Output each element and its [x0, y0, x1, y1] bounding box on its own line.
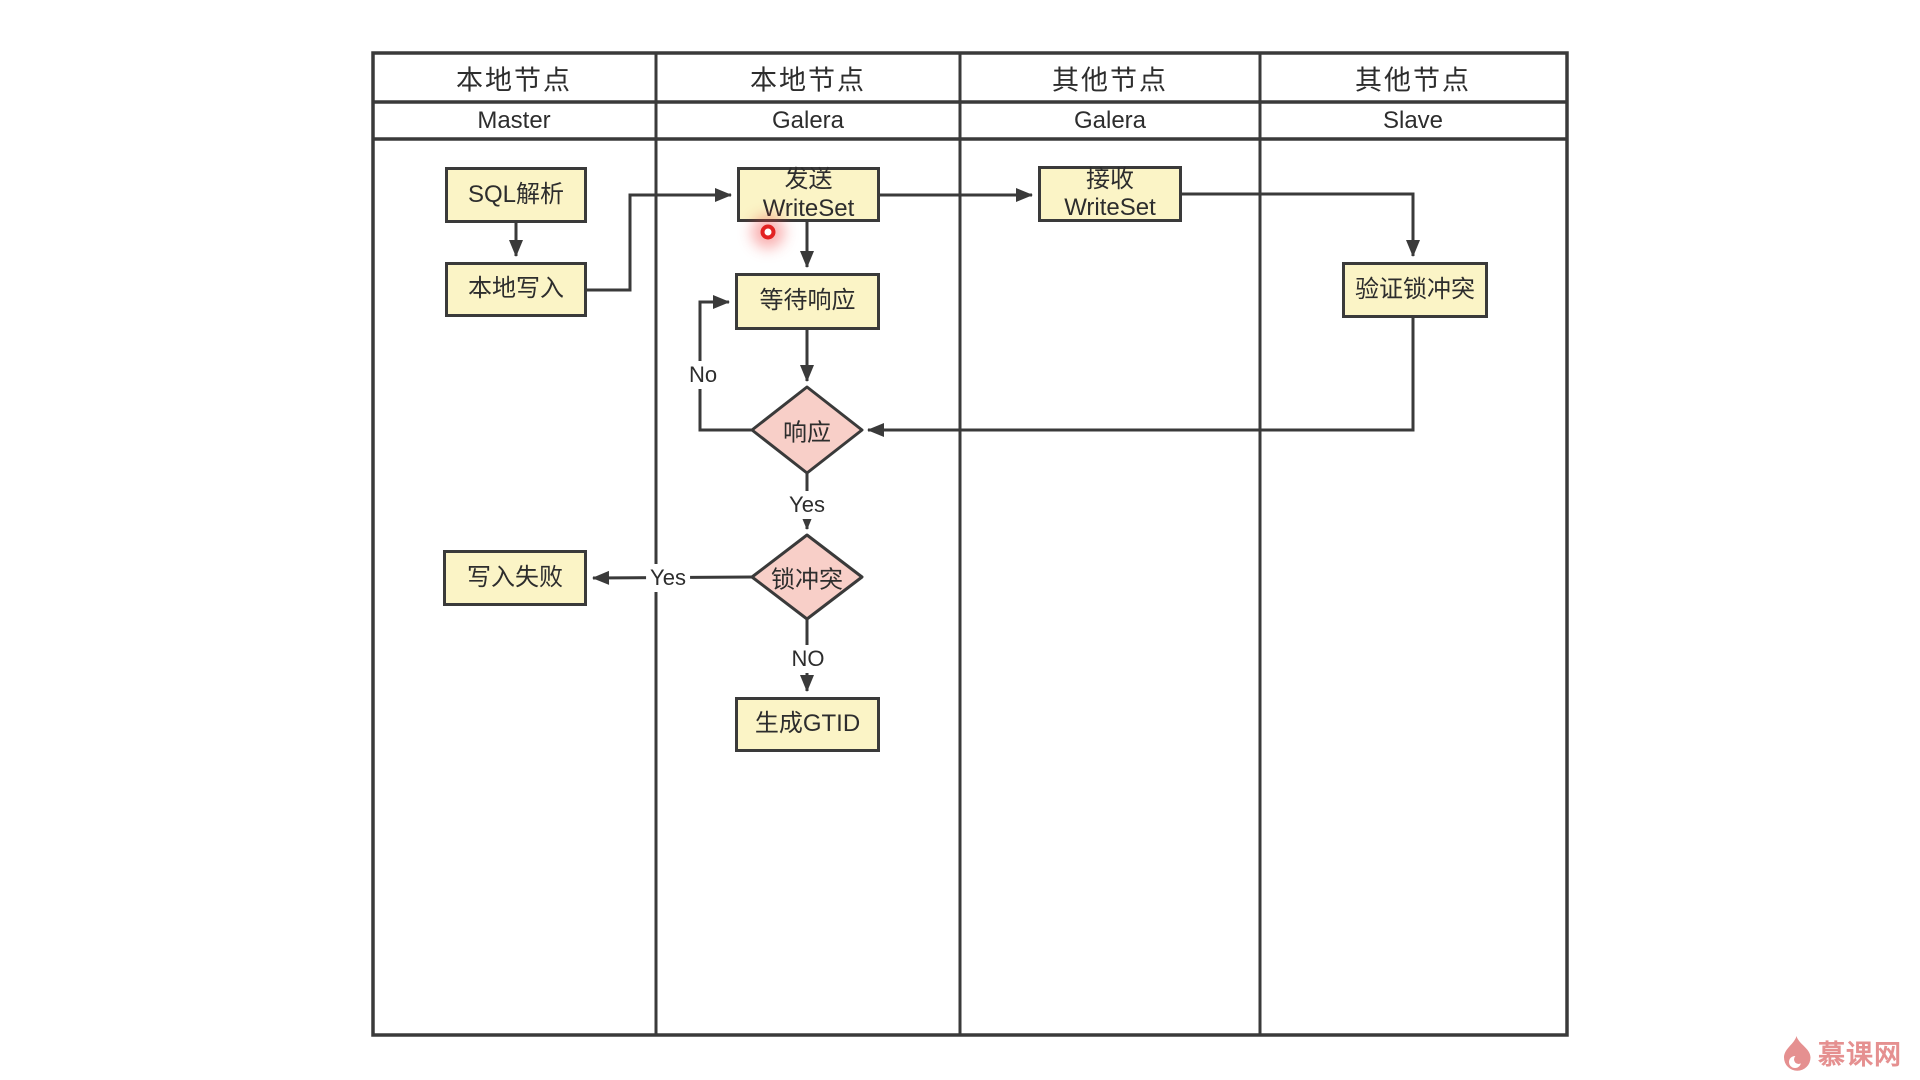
edge-label-yes-fail: Yes	[646, 564, 690, 592]
swimlane-grid	[371, 51, 1569, 1037]
lane-subheader-master: Master	[477, 107, 551, 134]
edge-localwrite-sendwriteset	[587, 188, 732, 292]
lane-subheader-galera2: Galera	[1073, 107, 1147, 134]
edge-label-yes-respond: Yes	[785, 491, 829, 519]
decision-lock-conflict-shape	[750, 533, 864, 621]
node-send-writeset: 发送 WriteSet	[737, 166, 880, 222]
lane-subheader-galera1: Galera	[771, 107, 845, 134]
node-sql-parse: SQL解析	[445, 167, 587, 223]
node-gen-gtid: 生成GTID	[735, 697, 880, 752]
decision-respond-label: 响应	[783, 419, 831, 447]
node-local-write: 本地写入	[445, 262, 587, 317]
node-verify-lock-conflict: 验证锁冲突	[1342, 262, 1488, 318]
flow-connectors	[509, 188, 1420, 692]
node-write-fail: 写入失败	[443, 550, 587, 606]
node-sql-parse-label: SQL解析	[467, 180, 565, 208]
edge-label-no-conflict: NO	[787, 645, 829, 673]
imooc-logo-text: 慕课网	[1818, 1040, 1902, 1070]
lane-header-other-slave: 其他节点	[1355, 65, 1471, 96]
decision-respond-shape	[750, 385, 864, 475]
lane-subheader-slave: Slave	[1382, 107, 1444, 134]
node-wait-response: 等待响应	[735, 273, 880, 330]
cursor-indicator-dot	[760, 224, 776, 240]
edge-verifylock-respond	[867, 318, 1415, 437]
decision-lock-conflict-label: 锁冲突	[771, 566, 843, 594]
node-recv-writeset-line1: 接收	[1086, 165, 1134, 193]
node-send-writeset-line2: WriteSet	[762, 194, 855, 222]
node-local-write-label: 本地写入	[468, 275, 564, 303]
flame-icon	[1784, 1035, 1811, 1071]
node-wait-response-label: 等待响应	[759, 287, 856, 315]
node-verify-lock-conflict-label: 验证锁冲突	[1355, 275, 1475, 303]
edge-recvwriteset-verifylock	[1182, 192, 1420, 257]
node-recv-writeset-line2: WriteSet	[1064, 194, 1156, 221]
lane-header-local-galera: 本地节点	[750, 65, 866, 96]
lane-header-other-galera: 其他节点	[1052, 65, 1168, 96]
node-send-writeset-line1: 发送	[784, 166, 833, 194]
node-gen-gtid-label: 生成GTID	[754, 710, 861, 738]
node-recv-writeset: 接收 WriteSet	[1038, 166, 1182, 222]
imooc-logo: 慕课网	[1782, 1033, 1902, 1072]
node-write-fail-label: 写入失败	[467, 563, 563, 591]
edge-label-no-loop: No	[684, 361, 722, 389]
lane-header-local-master: 本地节点	[456, 65, 572, 96]
